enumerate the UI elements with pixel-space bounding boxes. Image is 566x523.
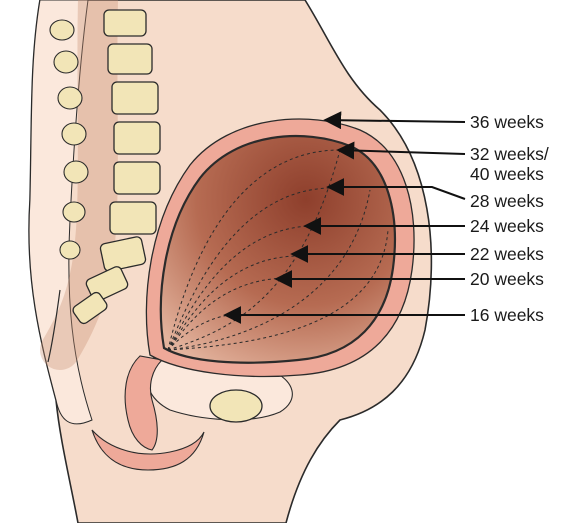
label-22-weeks: 22 weeks xyxy=(470,244,544,264)
label-40-weeks: 40 weeks xyxy=(470,164,544,184)
label-36-weeks: 36 weeks xyxy=(470,112,544,132)
pubic-bone xyxy=(210,390,262,422)
label-28-weeks: 28 weeks xyxy=(470,191,544,211)
label-20-weeks: 20 weeks xyxy=(470,269,544,289)
label-16-weeks: 16 weeks xyxy=(470,305,544,325)
label-32-weeks: 32 weeks/ xyxy=(470,144,549,164)
label-24-weeks: 24 weeks xyxy=(470,216,544,236)
